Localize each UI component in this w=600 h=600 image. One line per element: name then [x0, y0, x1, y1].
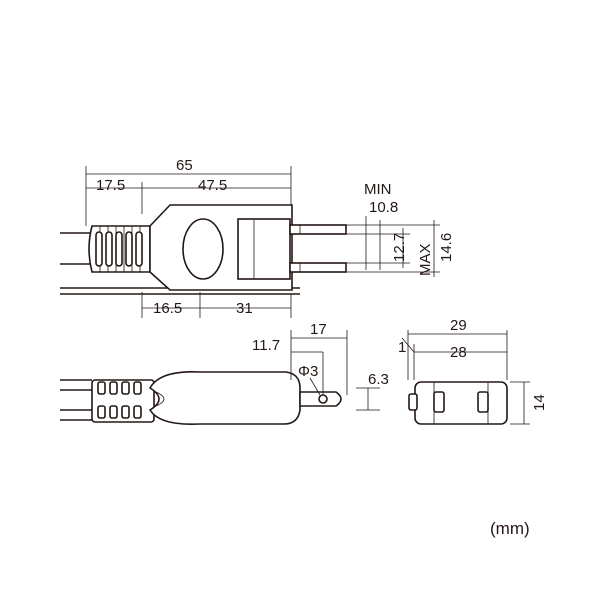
- side-view: 17 11.7 Φ3 6.3: [60, 321, 389, 426]
- end-view: 29 28 1 14: [398, 317, 548, 425]
- side-view-strain-relief: [91, 379, 155, 423]
- top-view-strain-relief: [88, 225, 151, 273]
- side-view-plug-body: [148, 371, 301, 426]
- dim-side-overall: 17: [310, 321, 327, 338]
- dim-plug-section: 47.5: [198, 177, 227, 194]
- top-view-plug-head: [149, 204, 293, 291]
- dim-cord-section: 17.5: [96, 177, 125, 194]
- pin-hole: [318, 394, 328, 404]
- dim-pin-thickness: 6.3: [368, 371, 389, 388]
- dim-min-label: MIN: [364, 181, 392, 198]
- side-view-dimension-lines: [290, 330, 380, 411]
- top-view: 65 17.5 47.5 16.5 31 MIN 10.8 12.7 MAX 1…: [60, 157, 455, 318]
- top-view-dimension-lines: [85, 166, 440, 318]
- dim-end-step: 1: [398, 339, 406, 356]
- dim-max-label: MAX: [417, 243, 434, 276]
- dim-end-outer-width: 29: [450, 317, 467, 334]
- dim-max-value: 14.6: [438, 233, 455, 262]
- dim-total-length: 65: [176, 157, 193, 174]
- side-view-pin: [299, 391, 342, 407]
- top-view-pins: [289, 224, 347, 273]
- dim-head-length: 31: [236, 300, 253, 317]
- end-view-dimension-lines: [401, 330, 530, 425]
- side-view-cords: [60, 379, 92, 421]
- dim-min-value: 10.8: [369, 199, 398, 216]
- dim-end-inner-width: 28: [450, 344, 467, 361]
- dim-hole-diameter: Φ3: [298, 363, 318, 380]
- dim-pin-span: 12.7: [391, 233, 408, 262]
- unit-label: (mm): [490, 519, 530, 538]
- dim-side-offset: 11.7: [252, 337, 280, 354]
- dim-end-height: 14: [531, 394, 548, 411]
- dim-grip-length: 16.5: [153, 300, 182, 317]
- end-view-body: [408, 381, 508, 425]
